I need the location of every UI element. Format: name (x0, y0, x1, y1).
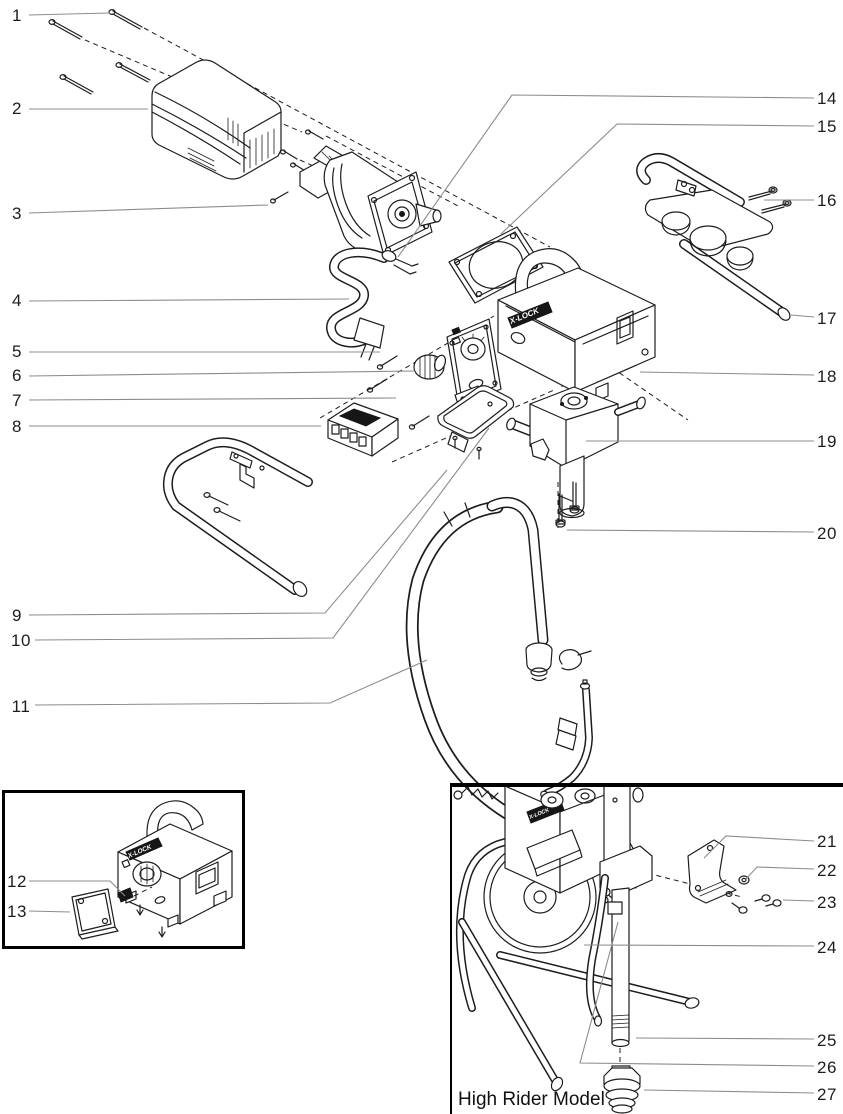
callout-12: 12 (7, 872, 27, 891)
callout-25: 25 (817, 1031, 837, 1050)
motor-shroud (151, 59, 282, 180)
callout-9: 9 (12, 606, 22, 625)
callout-14: 14 (817, 89, 837, 108)
siphon-assembly (405, 497, 593, 830)
leader-line-4 (28, 298, 350, 302)
callout-23: 23 (817, 893, 837, 912)
leader-line-10 (34, 427, 490, 641)
callout-2: 2 (12, 99, 22, 118)
leader-line-9 (28, 469, 448, 616)
leader-line-12 (29, 880, 126, 897)
leader-line-3 (28, 204, 269, 214)
callout-5: 5 (12, 342, 22, 361)
callout-7: 7 (12, 391, 22, 410)
leader-line-20 (566, 529, 815, 533)
motor (299, 145, 442, 257)
leader-line-21 (703, 835, 815, 859)
display-module (327, 402, 399, 457)
leader-line-24 (583, 944, 815, 947)
callout-19: 19 (817, 432, 837, 451)
callout-26: 26 (817, 1058, 837, 1077)
leader-line-15 (500, 123, 815, 235)
leader-line-7 (28, 397, 397, 401)
leader-line-25 (635, 1037, 815, 1040)
caption-high-rider-model: High Rider Model (458, 1089, 605, 1110)
tray-bolts (748, 186, 792, 214)
leader-line-17 (790, 314, 815, 318)
callout-10: 10 (11, 631, 31, 650)
callout-27: 27 (817, 1085, 837, 1104)
flip-lid (437, 385, 515, 460)
callout-1: 1 (12, 6, 22, 25)
callout-16: 16 (817, 191, 837, 210)
inset-high-rider: X-LOCK (453, 785, 782, 1114)
callout-13: 13 (7, 902, 27, 921)
callout-20: 20 (817, 524, 837, 543)
power-cord (326, 247, 419, 361)
callout-17: 17 (817, 309, 837, 328)
pressure-knob (413, 354, 447, 380)
gasket (448, 226, 544, 304)
inset-assembled-unit: X-LOCK (71, 800, 233, 940)
callout-22: 22 (817, 861, 837, 880)
leader-line-18 (639, 371, 815, 376)
callout-24: 24 (817, 938, 837, 957)
panel-screws (366, 355, 430, 430)
inset-box-high-rider (450, 783, 843, 1114)
callout-4: 4 (12, 291, 22, 310)
leader-line-1 (28, 12, 111, 16)
housing-screws (48, 9, 151, 95)
callout-11: 11 (11, 697, 31, 716)
cart-handle (162, 437, 313, 598)
callout-18: 18 (817, 367, 837, 386)
leader-line-6 (28, 370, 416, 377)
callout-15: 15 (817, 117, 837, 136)
manifold-bolts (555, 481, 580, 528)
leader-line-14 (397, 94, 815, 258)
inset-box-standard-unit (2, 790, 245, 949)
leader-line-26 (579, 921, 815, 1067)
leader-line-23 (782, 899, 815, 902)
callout-3: 3 (12, 204, 22, 223)
leader-line-11 (34, 659, 428, 706)
cup-tray-handle (636, 153, 791, 321)
leader-line-22 (745, 866, 815, 880)
callout-8: 8 (12, 417, 22, 436)
callout-6: 6 (12, 366, 22, 385)
pump-manifold (506, 386, 646, 519)
leader-line-27 (643, 1089, 815, 1094)
callout-21: 21 (817, 832, 837, 851)
leader-line-13 (28, 910, 71, 913)
